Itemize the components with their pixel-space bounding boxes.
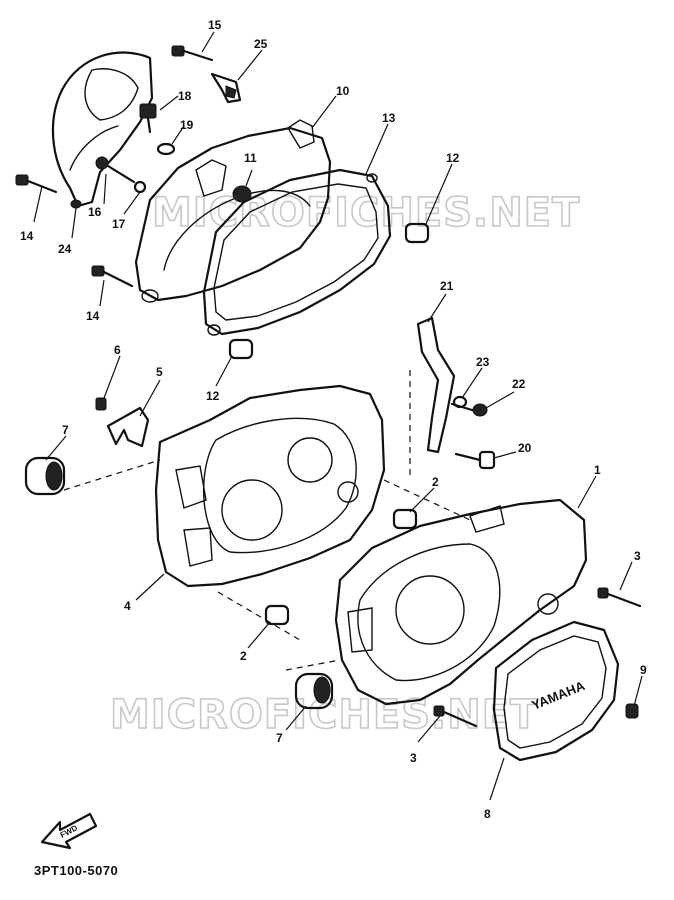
assembly-line-center: [383, 479, 471, 521]
callout-4: 4: [124, 599, 131, 613]
flywheel-cover-part-8: YAMAHA: [492, 620, 620, 762]
bolt-part-14-lower: [91, 265, 134, 288]
callout-21: 21: [440, 279, 454, 293]
callout-24: 24: [58, 242, 72, 256]
callout-18: 18: [178, 89, 192, 103]
callout-9: 9: [640, 663, 647, 677]
rear-shield-part-24: [51, 51, 154, 209]
fitting-part-25: [210, 72, 242, 104]
dowel-part-12-upper: [404, 222, 430, 244]
callout-25: 25: [254, 37, 268, 51]
callout-8: 8: [484, 807, 491, 821]
bolt-part-3-right: [597, 587, 642, 608]
gasket-part-13: [202, 168, 392, 336]
bolt-part-3-lower: [433, 705, 478, 728]
callout-labels: 15 25 18 19 10 11 13 12 14 16 17 24 14 1…: [20, 18, 647, 821]
damper-part-7-left: [24, 456, 66, 496]
oring-part-19: [156, 142, 176, 156]
watermark-top: MICROFICHES.NET: [152, 190, 580, 236]
callout-6: 6: [114, 343, 121, 357]
callout-14-lower: 14: [86, 309, 100, 323]
callout-12-upper: 12: [446, 151, 460, 165]
callout-12-lower: 12: [206, 389, 220, 403]
bolt-part-14-upper: [15, 174, 58, 194]
dowel-part-2-lower: [264, 604, 290, 626]
bracket-part-5: [106, 406, 150, 448]
callout-22: 22: [512, 377, 526, 391]
damper-part-7-lower: [294, 672, 334, 710]
stay-part-21: [409, 316, 456, 476]
cover-brand-text: YAMAHA: [530, 678, 588, 713]
callout-13: 13: [382, 111, 396, 125]
assembly-line-bottom-left: [217, 591, 301, 641]
bolt-part-9: [625, 703, 639, 719]
callout-17: 17: [112, 217, 126, 231]
callout-1: 1: [594, 463, 601, 477]
callout-2-center: 2: [432, 475, 439, 489]
callout-11: 11: [244, 151, 257, 165]
callout-7-left: 7: [62, 423, 69, 437]
callout-10: 10: [336, 84, 350, 98]
washer-part-17: [133, 180, 147, 194]
crankcase-right-part-1: [334, 498, 588, 706]
crankcase-left-part-4: [154, 384, 386, 588]
bolt-part-16: [95, 156, 136, 184]
callout-3-lower: 3: [410, 751, 417, 765]
callout-19: 19: [180, 118, 194, 132]
assembly-line-bottom: [285, 659, 341, 671]
callout-3-right: 3: [634, 549, 641, 563]
callout-15: 15: [208, 18, 222, 32]
diagram-code: 3PT100-5070: [34, 863, 119, 878]
bolt-part-15: [171, 45, 214, 62]
callout-20: 20: [518, 441, 532, 455]
callout-16: 16: [88, 205, 102, 219]
callout-7-lower: 7: [276, 731, 283, 745]
bolt-part-6: [95, 397, 107, 411]
leader-lines: [33, 31, 643, 801]
callout-14-upper: 14: [20, 229, 34, 243]
callout-2-lower: 2: [240, 649, 247, 663]
callout-5: 5: [156, 365, 163, 379]
dowel-part-2-center: [392, 508, 418, 530]
assembly-line-left: [63, 459, 161, 491]
bolt-part-22: [450, 402, 488, 417]
dowel-part-12-lower: [228, 338, 254, 360]
plug-part-11: [232, 185, 252, 203]
sensor-part-18: [139, 103, 157, 134]
bolt-part-20: [454, 450, 496, 470]
fwd-arrow-icon: FWD: [40, 812, 98, 850]
callout-23: 23: [476, 355, 490, 369]
